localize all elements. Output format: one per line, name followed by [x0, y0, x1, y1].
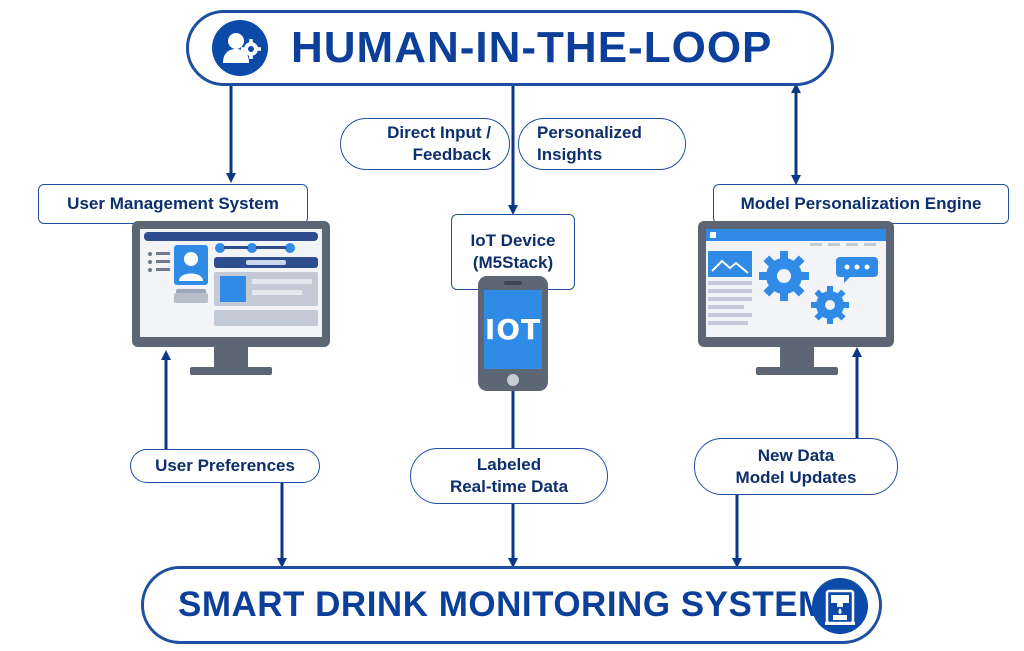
labeled-line1: Labeled: [476, 455, 542, 474]
personalized-insights-label: Personalized Insights: [518, 118, 686, 170]
direct-input-label: Direct Input / Feedback: [340, 118, 510, 170]
direct-input-line1: Direct Input /: [387, 123, 491, 142]
user-management-monitor-icon: [132, 221, 330, 379]
footer-title: SMART DRINK MONITORING SYSTEM: [178, 585, 828, 624]
user-preferences-label: User Preferences: [130, 449, 320, 483]
new-data-line2: Model Updates: [735, 467, 857, 487]
direct-input-line2: Feedback: [412, 145, 491, 164]
labeled-data-label: Labeled Real-time Data: [410, 448, 608, 504]
iot-device-line1: IoT Device: [470, 231, 556, 250]
new-data-label: New Data Model Updates: [694, 438, 898, 495]
new-data-line1: New Data: [757, 445, 835, 465]
iot-device-label: IoT Device (M5Stack): [451, 214, 575, 290]
model-engine-monitor-icon: [698, 221, 894, 379]
header-title: HUMAN-IN-THE-LOOP: [291, 23, 773, 72]
personalized-line2: Insights: [537, 145, 603, 164]
footer-banner: SMART DRINK MONITORING SYSTEM: [141, 566, 882, 644]
user-management-label: User Management System: [38, 184, 308, 224]
header-banner: HUMAN-IN-THE-LOOP: [186, 10, 834, 86]
phone-screen-text: IOT: [484, 313, 542, 346]
drink-dispenser-icon: [811, 577, 869, 635]
iot-phone-icon: IOT: [478, 276, 548, 391]
person-gear-icon: [211, 19, 269, 77]
personalized-line1: Personalized: [537, 123, 642, 142]
labeled-line2: Real-time Data: [449, 477, 569, 496]
iot-device-line2: (M5Stack): [472, 253, 554, 272]
model-engine-label: Model Personalization Engine: [713, 184, 1009, 224]
